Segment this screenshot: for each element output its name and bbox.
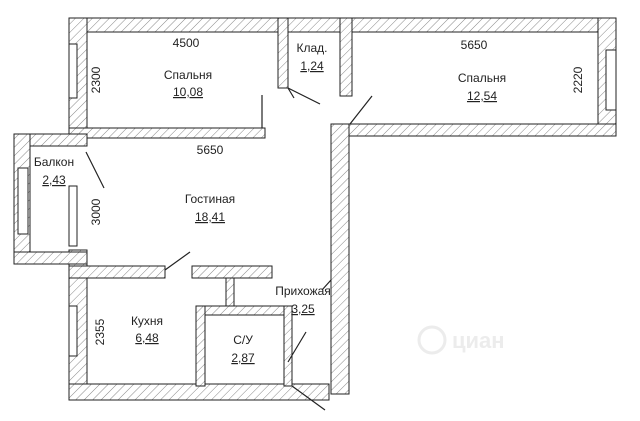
room-area-kitchen: 6,48 (135, 331, 159, 345)
door-bedroom-right (349, 95, 373, 125)
window-balcony (17, 167, 29, 235)
door-entrance (291, 385, 326, 411)
room-name-bedroom-left: Спальня (164, 68, 212, 82)
room-name-living: Гостиная (185, 192, 235, 206)
dimension-labels: 4500 2300 5650 2220 5650 3000 2355 (89, 36, 585, 345)
room-name-closet: Клад. (296, 41, 327, 55)
room-area-balcony: 2,43 (42, 173, 66, 187)
dim-bedroom-left-depth: 2300 (89, 66, 103, 93)
wall-bathroom-stem (225, 277, 235, 307)
room-area-bathroom: 2,87 (231, 351, 255, 365)
dim-bedroom-right-depth: 2220 (571, 66, 585, 93)
window-bedroom-right (605, 49, 617, 111)
room-area-bedroom-right: 12,54 (467, 89, 497, 103)
watermark-logo-icon (417, 325, 447, 355)
door-closet (287, 87, 321, 105)
dim-bedroom-left-width: 4500 (173, 36, 200, 50)
room-labels: Спальня 10,08 Клад. 1,24 Спальня 12,54 Б… (34, 41, 506, 365)
room-name-hall: Прихожая (275, 284, 331, 298)
door-hall-entry (321, 279, 332, 291)
wall-balcony-bottom (13, 251, 88, 265)
dim-living-width: 5650 (197, 143, 224, 157)
room-area-hall: 3,25 (291, 302, 315, 316)
wall-bedroom-right-bottom (330, 123, 617, 137)
window-bedroom-left (68, 43, 78, 99)
window-living (68, 185, 78, 247)
wall-kitchen-top (68, 265, 166, 279)
dim-bedroom-right-width: 5650 (461, 38, 488, 52)
wall-closet-right (339, 17, 353, 97)
dim-living-depth: 3000 (89, 198, 103, 225)
door-balcony (85, 151, 105, 189)
wall-bathroom-inner-top (195, 305, 293, 316)
watermark: циан (417, 325, 505, 355)
room-name-kitchen: Кухня (131, 314, 163, 328)
room-name-bedroom-right: Спальня (458, 71, 506, 85)
wall-bathroom-top (191, 265, 273, 279)
doors (85, 87, 373, 411)
door-bathroom (287, 331, 307, 363)
room-area-bedroom-left: 10,08 (173, 85, 203, 99)
watermark-text: циан (452, 328, 505, 353)
wall-bathroom-right (283, 305, 293, 387)
windows (17, 43, 617, 357)
room-area-closet: 1,24 (300, 59, 324, 73)
dim-kitchen-depth: 2355 (93, 318, 107, 345)
room-area-living: 18,41 (195, 210, 225, 224)
wall-kitchen-bathroom (195, 305, 206, 387)
window-kitchen (68, 305, 78, 357)
door-kitchen (164, 251, 191, 271)
wall-hall-right (330, 123, 350, 395)
wall-closet-left (277, 17, 289, 89)
room-name-bathroom: С/У (233, 333, 253, 347)
room-name-balcony: Балкон (34, 155, 74, 169)
door-closet-2 (287, 87, 295, 99)
wall-bedroom-left-bottom (68, 127, 266, 139)
